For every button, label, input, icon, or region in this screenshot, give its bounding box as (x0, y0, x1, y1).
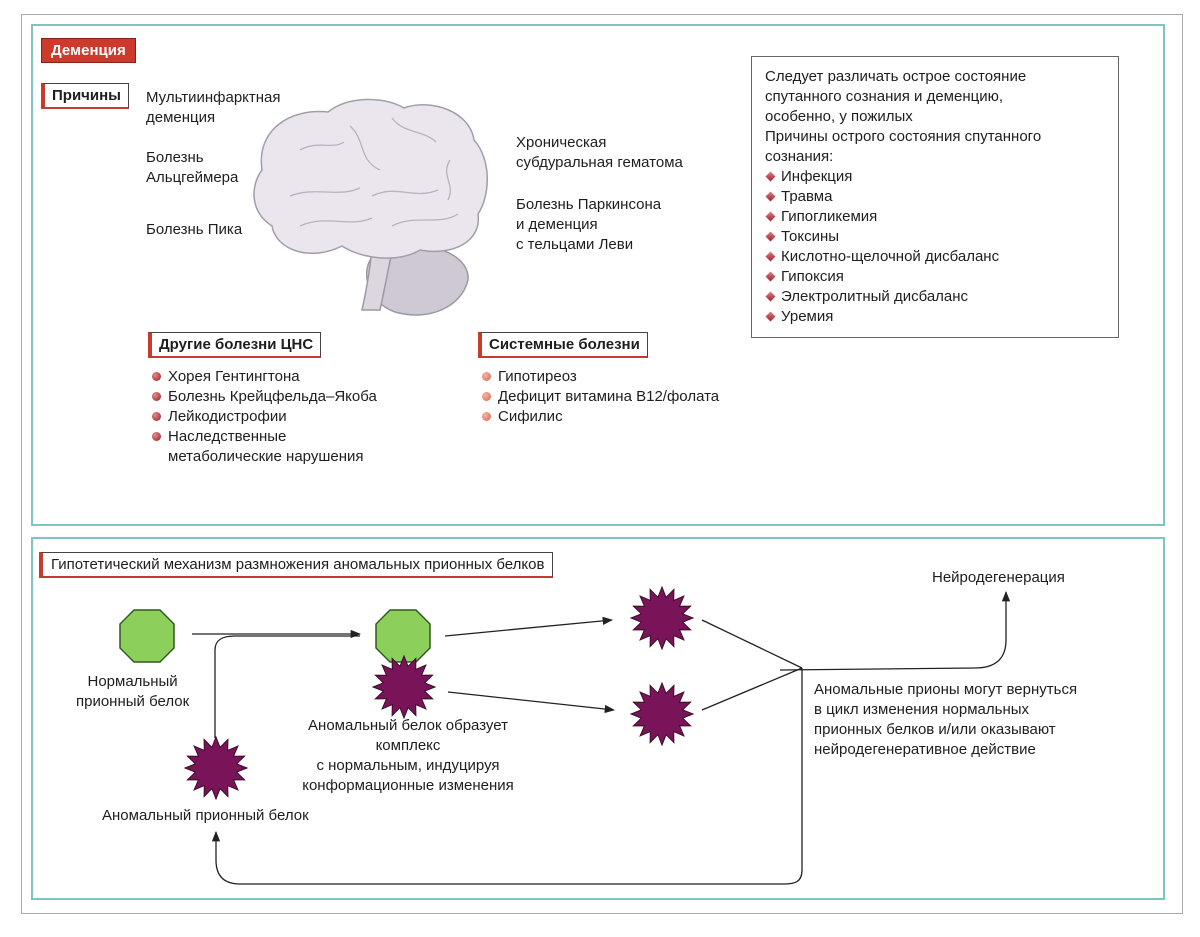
brainstem (361, 247, 393, 311)
list-item: Болезнь Крейцфельда–Якоба (152, 387, 377, 407)
abnormal-prion-label: Аномальный прионный белок (102, 807, 309, 824)
bullet-icon (152, 432, 161, 441)
bullet-icon (152, 412, 161, 421)
normal-prion-label: Нормальный прионный белок (76, 673, 190, 710)
label-alzheimer: Болезнь Альцгеймера (146, 149, 239, 186)
arrow-to-abnormal-bottom (447, 691, 616, 714)
list-item: Инфекция (765, 167, 999, 187)
list-item: Хорея Гентингтона (152, 367, 377, 387)
complex-normal-octagon (375, 609, 431, 663)
label-multi-infarct: Мультиинфарктная деменция (146, 89, 281, 126)
diamond-bullet-icon (765, 231, 776, 242)
arrow-hub-to-neuro (779, 590, 1011, 671)
complex-label: Аномальный белок образует комплекс с нор… (302, 717, 514, 794)
list-item: Наследственные метаболические нарушения (152, 427, 377, 467)
systemic-list: Гипотиреоз Дефицит витамина B12/фолата С… (482, 367, 719, 427)
arrow-return-loop (211, 668, 803, 885)
cerebrum (253, 98, 488, 259)
list-item: Травма (765, 187, 999, 207)
abnormal-prion-bottom (629, 681, 695, 747)
label-subdural: Хроническая субдуральная гематома (516, 134, 683, 171)
diamond-bullet-icon (765, 211, 776, 222)
list-item: Лейкодистрофии (152, 407, 377, 427)
bullet-icon (482, 392, 491, 401)
diamond-bullet-icon (765, 271, 776, 282)
bullet-icon (152, 372, 161, 381)
label-pick: Болезнь Пика (146, 221, 243, 238)
line-bottom-to-hub (701, 667, 803, 711)
list-item: Гипоксия (765, 267, 999, 287)
confusion-note-box (751, 56, 1119, 338)
brain-sulci (289, 117, 459, 227)
diamond-bullet-icon (765, 251, 776, 262)
diamond-bullet-icon (765, 291, 776, 302)
bullet-icon (152, 392, 161, 401)
line-top-to-hub (701, 619, 803, 669)
causes-label: Причины (41, 83, 129, 109)
prion-title: Гипотетический механизм размножения аном… (39, 552, 554, 578)
diamond-bullet-icon (765, 171, 776, 182)
list-item: Гипотиреоз (482, 367, 719, 387)
cns-list: Хорея Гентингтона Болезнь Крейцфельда–Як… (152, 367, 377, 467)
diamond-bullet-icon (765, 191, 776, 202)
list-item: Дефицит витамина B12/фолата (482, 387, 719, 407)
list-item: Уремия (765, 307, 999, 327)
abnormal-prion-input (183, 735, 249, 801)
list-item: Электролитный дисбаланс (765, 287, 999, 307)
normal-prion-octagon (119, 609, 175, 663)
systemic-title: Системные болезни (478, 332, 648, 358)
cns-title: Другие болезни ЦНС (148, 332, 322, 358)
list-item: Токсины (765, 227, 999, 247)
arrow-to-abnormal-top (444, 616, 614, 637)
dementia-title: Деменция (41, 38, 136, 63)
diamond-bullet-icon (765, 311, 776, 322)
bullet-icon (482, 412, 491, 421)
complex-abnormal-star (371, 654, 437, 720)
abnormal-prion-top (629, 585, 695, 651)
neurodegeneration-label: Нейродегенерация (932, 569, 1065, 586)
bullet-icon (482, 372, 491, 381)
return-label: Аномальные прионы могут вернуться в цикл… (814, 681, 1078, 758)
list-item: Гипогликемия (765, 207, 999, 227)
arrow-abnormal-up (214, 635, 360, 738)
label-parkinson: Болезнь Паркинсона и деменция с тельцами… (516, 196, 662, 253)
confusion-note-intro: Следует различать острое состояние спута… (765, 68, 1042, 165)
list-item: Сифилис (482, 407, 719, 427)
confusion-causes-list: Инфекция Травма Гипогликемия Токсины Кис… (765, 167, 999, 327)
list-item: Кислотно-щелочной дисбаланс (765, 247, 999, 267)
